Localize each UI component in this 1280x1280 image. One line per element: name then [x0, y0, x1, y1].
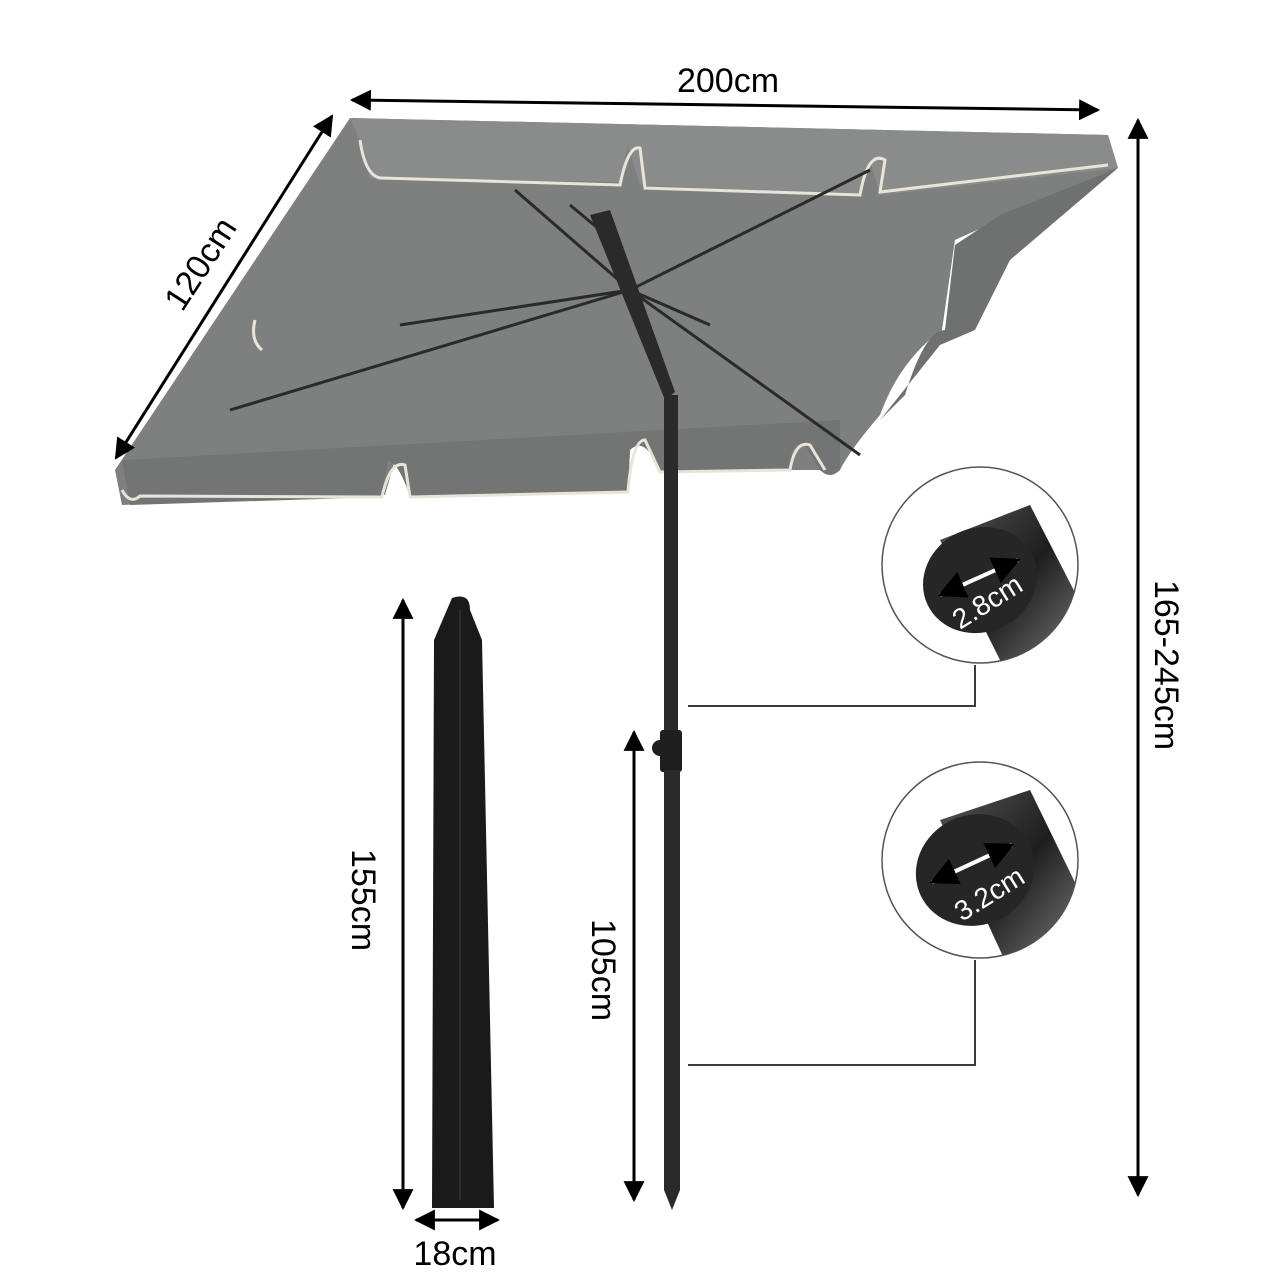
bag-body [432, 596, 494, 1208]
tilt-joint [590, 210, 675, 400]
canopy-width-arrow [349, 89, 1101, 121]
front-valance [122, 420, 840, 505]
clamp-knob [652, 740, 668, 756]
canopy-fabric [115, 118, 1118, 505]
storage-bag [432, 596, 494, 1208]
lower-connector-line [688, 960, 976, 1066]
upper-connector-line [688, 665, 976, 707]
side-valance [880, 168, 1118, 420]
total-height-label: 165-245cm [1147, 580, 1185, 750]
upper-diameter-arrow [937, 557, 1021, 598]
height-clamp [660, 730, 682, 772]
lower-pole-length-label: 105cm [584, 919, 622, 1021]
upper-pole [664, 395, 678, 735]
lower-diameter-arrow [929, 842, 1015, 885]
lower-pole-detail: 3.2cm [881, 761, 1079, 959]
bag-width-label: 18cm [413, 1235, 496, 1273]
lower-pole [664, 770, 680, 1190]
upper-pole-detail: 2.8cm [881, 466, 1079, 664]
bag-length-label: 155cm [344, 849, 382, 951]
umbrella-pole [590, 210, 682, 1210]
ground-spike [664, 1190, 680, 1210]
back-valance [350, 118, 1118, 195]
canopy-depth-arrow [114, 114, 334, 460]
canopy-width-label: 200cm [677, 62, 779, 100]
umbrella-canopy [115, 118, 1118, 505]
